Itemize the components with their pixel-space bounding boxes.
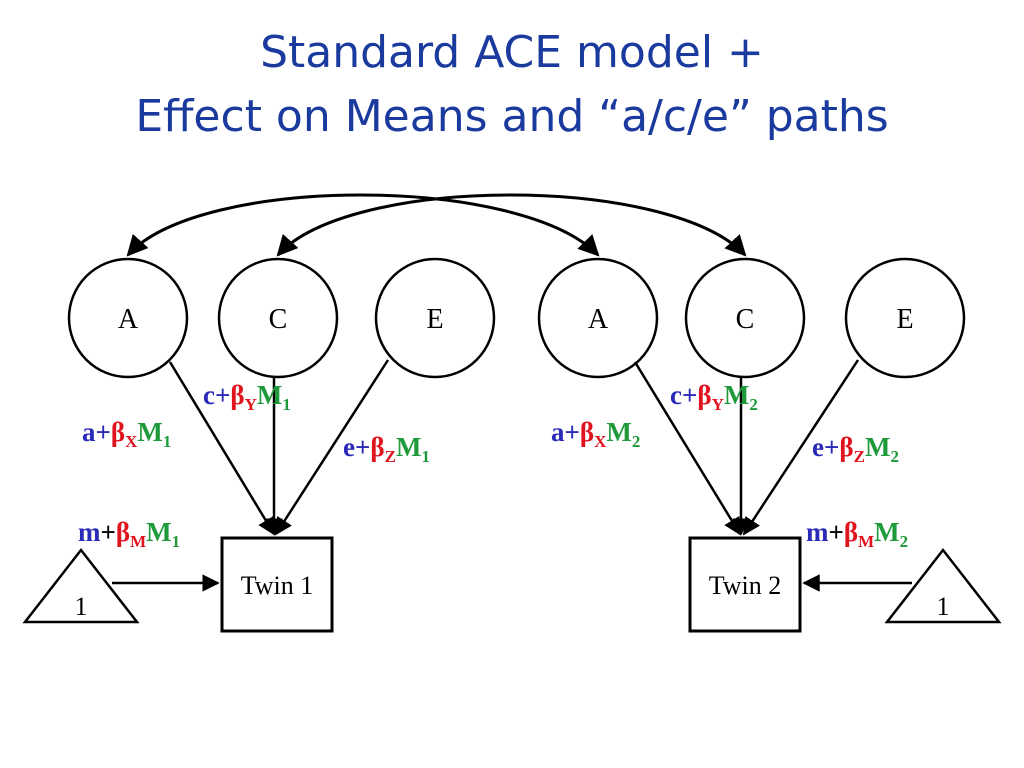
- path-arrow-e-twin1: [274, 359, 390, 536]
- node-label: C: [269, 304, 288, 335]
- latent-node-A-twin1: A: [67, 257, 189, 379]
- observed-box-twin2: Twin 2: [688, 536, 802, 633]
- triangle-label: 1: [937, 592, 950, 621]
- path-arrow-a-twin2: [633, 361, 742, 536]
- latent-node-C-twin2: C: [684, 257, 806, 379]
- path-arrow-a-twin1: [168, 361, 276, 536]
- path-label-a-twin2: a+βXM2: [551, 417, 640, 451]
- path-label-e-twin2: e+βZM2: [812, 432, 899, 466]
- latent-node-C-twin1: C: [217, 257, 339, 379]
- latent-node-E-twin2: E: [844, 257, 966, 379]
- node-label: E: [896, 304, 913, 335]
- node-label: E: [426, 304, 443, 335]
- path-label-c-twin2: c+βYM2: [670, 380, 758, 414]
- node-label: A: [588, 304, 609, 335]
- node-label: C: [736, 304, 755, 335]
- path-label-c-twin1: c+βYM1: [203, 380, 291, 414]
- path-arrow-e-twin2: [742, 359, 860, 536]
- path-label-m-twin2: m+βMM2: [806, 517, 908, 551]
- slide-title-line-1: Standard ACE model +: [260, 27, 764, 78]
- node-label: A: [118, 304, 139, 335]
- correlation-arc-c1-c2: [276, 193, 747, 257]
- path-label-e-twin1: e+βZM1: [343, 432, 430, 466]
- triangle-label: 1: [75, 592, 88, 621]
- box-label: Twin 2: [709, 571, 782, 600]
- path-label-m-twin1: m+βMM1: [78, 517, 180, 551]
- observed-box-twin1: Twin 1: [220, 536, 334, 633]
- correlation-arc-a1-a2: [126, 193, 600, 257]
- slide-title-line-2: Effect on Means and “a/c/e” paths: [135, 91, 889, 142]
- box-label: Twin 1: [241, 571, 314, 600]
- latent-node-A-twin2: A: [537, 257, 659, 379]
- mean-constant-triangle-twin2: 1: [884, 547, 1002, 624]
- latent-node-E-twin1: E: [374, 257, 496, 379]
- mean-constant-triangle-twin1: 1: [22, 547, 140, 624]
- path-label-a-twin1: a+βXM1: [82, 417, 171, 451]
